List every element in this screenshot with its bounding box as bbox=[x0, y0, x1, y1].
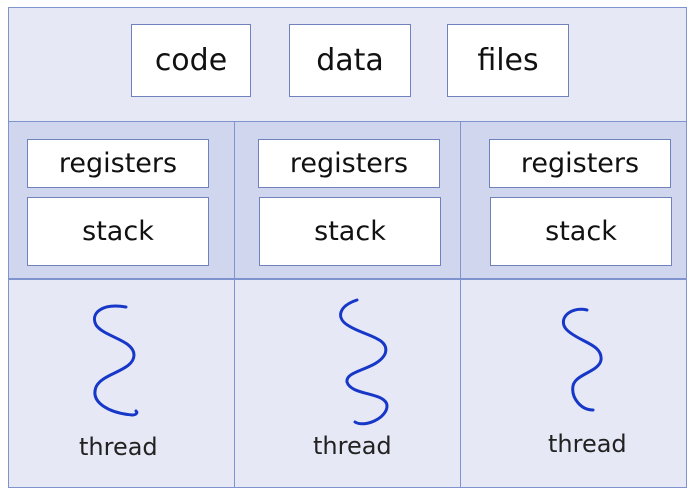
thread-2-label: thread bbox=[313, 432, 392, 460]
thread-3-registers-label: registers bbox=[520, 148, 640, 179]
data-label: data bbox=[316, 43, 384, 78]
thread-3-stack-label: stack bbox=[545, 216, 617, 247]
thread-2-private-region: registers stack bbox=[234, 121, 461, 279]
thread-2-stack-label: stack bbox=[314, 216, 386, 247]
thread-1-private-region: registers stack bbox=[8, 121, 235, 279]
thread-1-execution-region: thread bbox=[8, 279, 235, 488]
thread-1-registers-box: registers bbox=[27, 139, 209, 188]
thread-1-squiggle-icon bbox=[93, 304, 139, 417]
thread-2-squiggle-icon bbox=[339, 298, 389, 426]
thread-2-registers-box: registers bbox=[258, 139, 440, 188]
thread-1-registers-label: registers bbox=[58, 148, 178, 179]
thread-3-registers-box: registers bbox=[489, 139, 671, 188]
thread-3-squiggle-icon bbox=[561, 307, 603, 412]
files-box: files bbox=[447, 24, 569, 97]
thread-2-execution-region: thread bbox=[234, 279, 461, 488]
thread-2-registers-label: registers bbox=[289, 148, 409, 179]
data-box: data bbox=[289, 24, 411, 97]
thread-3-stack-box: stack bbox=[490, 197, 672, 266]
code-label: code bbox=[154, 43, 228, 78]
code-box: code bbox=[131, 24, 251, 97]
thread-3-execution-region: thread bbox=[460, 279, 687, 488]
multithreaded-process-diagram: code data files registers stack thread r… bbox=[8, 7, 687, 488]
shared-resources-region: code data files bbox=[8, 7, 687, 122]
thread-2-stack-box: stack bbox=[259, 197, 441, 266]
thread-3-private-region: registers stack bbox=[460, 121, 687, 279]
thread-1-stack-label: stack bbox=[82, 216, 154, 247]
thread-1-stack-box: stack bbox=[27, 197, 209, 266]
files-label: files bbox=[477, 43, 539, 78]
thread-1-label: thread bbox=[79, 433, 158, 461]
thread-3-label: thread bbox=[548, 430, 627, 458]
